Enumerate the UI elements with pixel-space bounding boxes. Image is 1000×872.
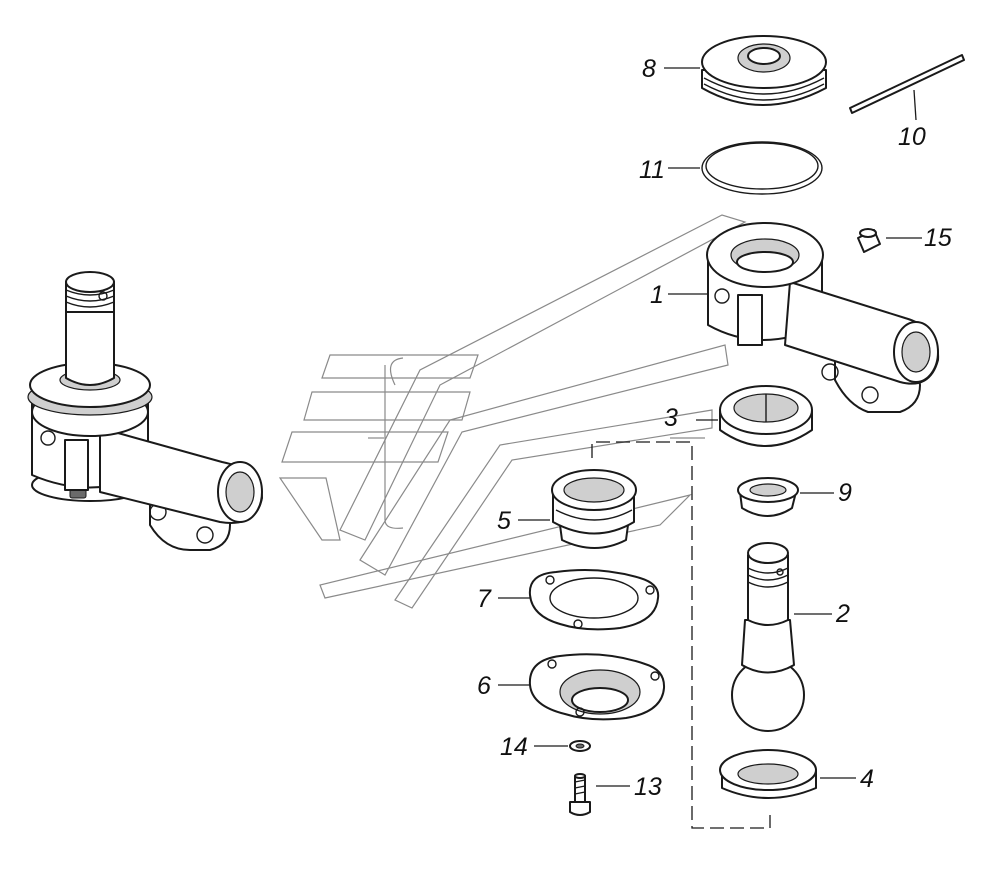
- callout-2: 2: [835, 600, 850, 628]
- part-9-upper-seat: [737, 477, 799, 517]
- part-1-housing: [706, 222, 940, 413]
- callout-3: 3: [664, 404, 678, 432]
- callout-14: 14: [500, 733, 528, 761]
- callout-4: 4: [860, 765, 874, 793]
- part-8-protective-cap: [701, 35, 827, 106]
- part-15-grease-nipple: [857, 228, 881, 253]
- part-7-gasket: [528, 569, 660, 631]
- part-5-boot: [551, 469, 637, 549]
- part-2-ball-pin: [731, 542, 805, 732]
- kit-grouping-bracket: [591, 441, 771, 829]
- callout-8: 8: [642, 55, 656, 83]
- callout-labels: 8 10 11 15 1 3 9 5 7 2 6 14 13 4: [477, 55, 952, 801]
- callout-15: 15: [924, 224, 952, 252]
- part-13-bolt: [569, 773, 591, 816]
- part-6-cover: [528, 653, 666, 721]
- part-3-bearing-liner: [719, 385, 813, 447]
- part-11-retaining-ring: [701, 141, 823, 195]
- part-14-washer: [569, 740, 591, 752]
- part-10-pin: [849, 54, 965, 114]
- callout-13: 13: [634, 773, 662, 801]
- watermark-logo: [278, 214, 747, 609]
- callout-5: 5: [497, 507, 511, 535]
- callout-6: 6: [477, 672, 491, 700]
- leader-lines: [498, 67, 922, 787]
- assembled-tie-rod-end: [27, 271, 263, 551]
- callout-1: 1: [650, 281, 664, 309]
- callout-7: 7: [477, 585, 492, 613]
- callout-10: 10: [898, 123, 926, 151]
- callout-11: 11: [639, 156, 665, 184]
- callout-9: 9: [838, 479, 852, 507]
- part-4-lower-seat: [719, 749, 817, 799]
